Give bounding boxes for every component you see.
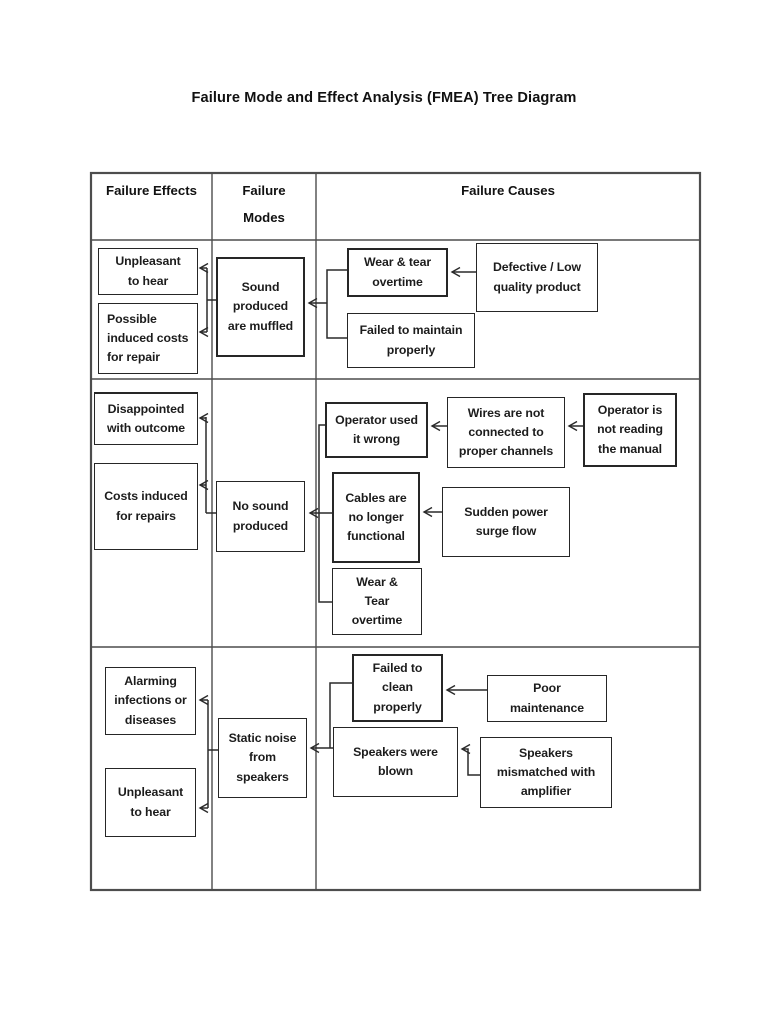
- cause-box-defective-low-quality: Defective / Low quality product: [476, 243, 598, 312]
- effect-box-possible-induced-costs: Possible induced costs for repair: [98, 303, 198, 374]
- table-grid: [89, 171, 702, 892]
- header-failure-modes: Failure Modes: [242, 183, 286, 225]
- effect-box-alarming-infections: Alarming infections or diseases: [105, 667, 196, 735]
- header-failure-effects: Failure Effects: [106, 183, 197, 198]
- effect-box-unpleasant-to-hear: Unpleasant to hear: [98, 248, 198, 295]
- effect-box-disappointed-outcome: Disappointed with outcome: [94, 392, 198, 445]
- page-title: Failure Mode and Effect Analysis (FMEA) …: [191, 90, 577, 106]
- mode-box-static-noise-speakers: Static noise from speakers: [218, 718, 307, 798]
- effect-box-unpleasant-to-hear-2: Unpleasant to hear: [105, 768, 196, 837]
- connector-lines: [198, 262, 583, 814]
- cause-box-operator-not-reading-manual: Operator is not reading the manual: [583, 393, 677, 467]
- cause-box-wear-tear-overtime: Wear & tear overtime: [347, 248, 448, 297]
- cause-box-wires-not-connected: Wires are not connected to proper channe…: [447, 397, 565, 468]
- header-failure-causes: Failure Causes: [461, 183, 555, 198]
- cause-box-failed-to-maintain: Failed to maintain properly: [347, 313, 475, 368]
- mode-box-sound-muffled: Sound produced are muffled: [216, 257, 305, 357]
- cause-box-sudden-power-surge: Sudden power surge flow: [442, 487, 570, 557]
- mode-box-no-sound-produced: No sound produced: [216, 481, 305, 552]
- cause-box-speakers-mismatched: Speakers mismatched with amplifier: [480, 737, 612, 808]
- cause-box-cables-not-functional: Cables are no longer functional: [332, 472, 420, 563]
- cause-box-poor-maintenance: Poor maintenance: [487, 675, 607, 722]
- effect-box-costs-induced-repairs: Costs induced for repairs: [94, 463, 198, 550]
- cause-box-wear-tear-overtime-2: Wear & Tear overtime: [332, 568, 422, 635]
- cause-box-operator-used-wrong: Operator used it wrong: [325, 402, 428, 458]
- cause-box-speakers-blown: Speakers were blown: [333, 727, 458, 797]
- cause-box-failed-to-clean: Failed to clean properly: [352, 654, 443, 722]
